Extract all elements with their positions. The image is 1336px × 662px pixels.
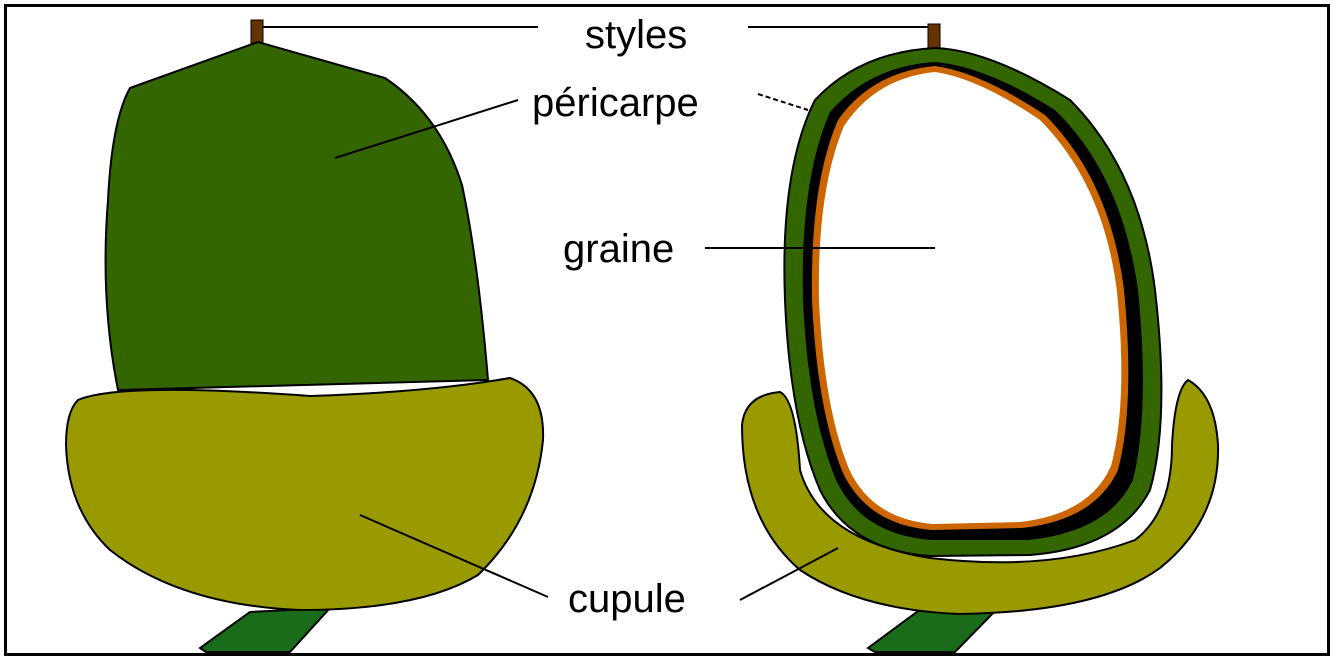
acorn-section-view xyxy=(742,24,1218,652)
style-left xyxy=(251,20,263,44)
label-cupule: cupule xyxy=(568,577,686,621)
pericarp-left xyxy=(106,42,488,390)
stalk-left xyxy=(200,608,330,652)
label-pericarpe: péricarpe xyxy=(532,81,699,125)
style-right xyxy=(928,24,940,50)
cupule-left xyxy=(66,378,543,610)
leader-pericarpe-right xyxy=(758,94,808,110)
label-graine: graine xyxy=(563,227,674,271)
label-styles: styles xyxy=(585,13,687,57)
